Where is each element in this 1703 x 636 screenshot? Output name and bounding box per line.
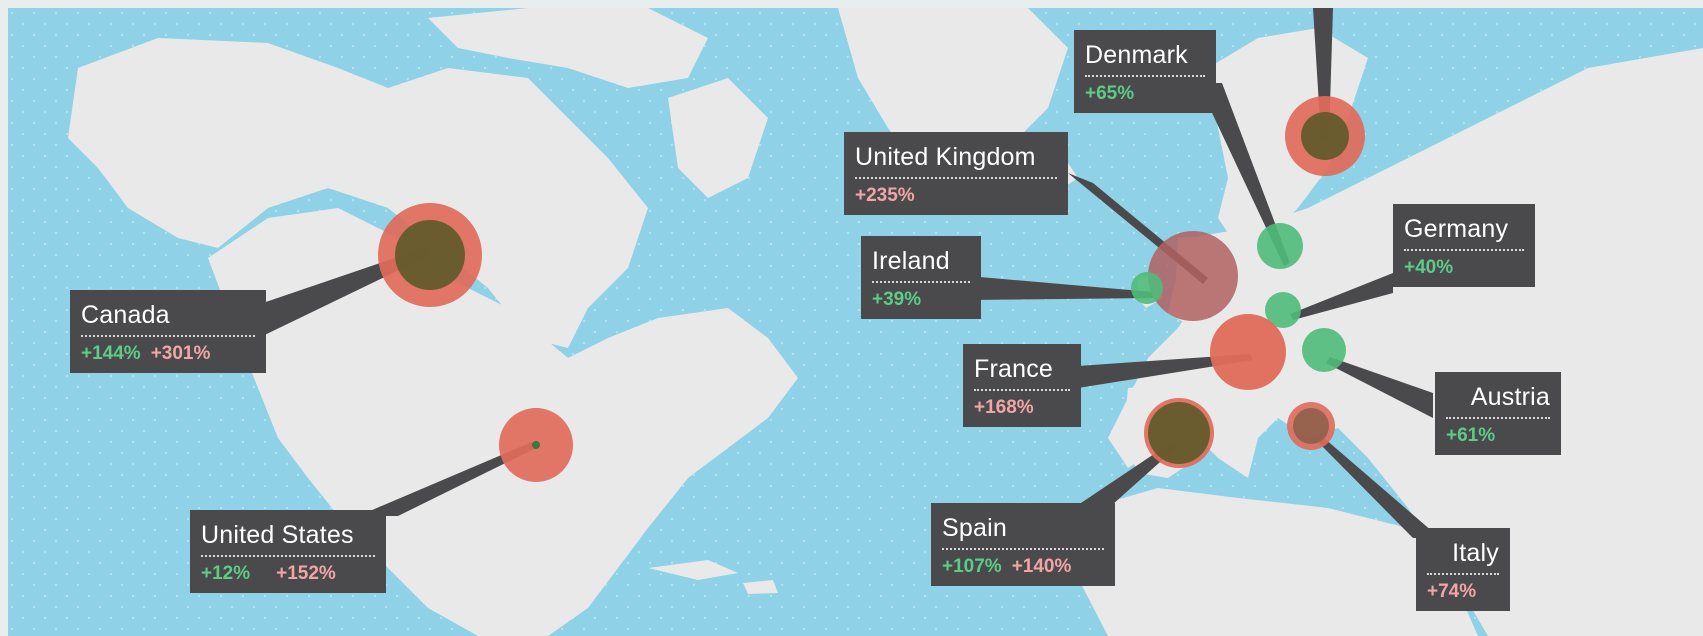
- bubble-united-kingdom: [1148, 231, 1238, 321]
- leader-denmark: [1198, 83, 1290, 266]
- leader-united-states: [358, 442, 536, 516]
- land-alaska-canada-north: [68, 38, 648, 348]
- bubble-spain-inner: [1148, 402, 1210, 464]
- pink-value: +152%: [276, 563, 336, 584]
- label-united-kingdom: United Kingdom +235%: [844, 132, 1068, 215]
- bubble-denmark: [1257, 223, 1303, 269]
- bubble-france: [1210, 314, 1286, 390]
- bubble-canada-inner: [395, 220, 465, 290]
- label-united-states: United States +12% +152%: [190, 510, 386, 593]
- bubble-sweden-inner: [1301, 112, 1349, 160]
- country-name: United Kingdom: [855, 143, 1036, 171]
- green-value: +39%: [872, 289, 922, 310]
- label-germany: Germany +40%: [1393, 204, 1535, 287]
- country-values: +39%: [872, 289, 970, 311]
- country-name: Austria: [1470, 383, 1550, 411]
- leader-germany: [1290, 273, 1393, 320]
- bubble-germany: [1265, 292, 1301, 328]
- bubble-ireland: [1131, 272, 1163, 304]
- dotted-rule: [1404, 249, 1524, 251]
- label-italy: Italy +74%: [1416, 528, 1510, 611]
- leader-france: [1078, 354, 1253, 388]
- green-value: +65%: [1085, 83, 1135, 104]
- land-eurasia: [1108, 48, 1703, 636]
- pink-value: +74%: [1427, 581, 1477, 602]
- land-cuba: [648, 560, 738, 580]
- country-values: +12% +152%: [201, 563, 375, 585]
- country-values: +144% +301%: [81, 343, 255, 365]
- country-name: Canada: [81, 301, 170, 329]
- green-value: +40%: [1404, 257, 1454, 278]
- dotted-rule: [1446, 417, 1550, 419]
- dotted-rule: [974, 389, 1070, 391]
- leader-austria: [1326, 357, 1433, 418]
- green-value: +144%: [81, 343, 141, 364]
- green-value: +61%: [1446, 425, 1496, 446]
- country-name: France: [974, 355, 1054, 383]
- country-name: Italy: [1452, 539, 1499, 567]
- country-values: +65%: [1085, 83, 1205, 105]
- label-france: France +168%: [963, 344, 1081, 427]
- bubbles: [378, 96, 1365, 482]
- dotted-rule: [201, 555, 375, 557]
- bubble-italy-inner: [1293, 408, 1329, 444]
- leader-italy: [1318, 438, 1440, 538]
- dotted-rule: [855, 177, 1057, 179]
- bubble-united-states-inner: [532, 441, 540, 449]
- country-values: +168%: [974, 397, 1070, 419]
- country-values: +235%: [855, 185, 1057, 207]
- dotted-rule: [1085, 75, 1205, 77]
- country-values: +107% +140%: [942, 556, 1104, 578]
- land-hispaniola: [743, 580, 778, 594]
- green-value: +12%: [201, 563, 251, 584]
- dotted-rule: [81, 335, 255, 337]
- country-name: Spain: [942, 514, 1007, 542]
- label-spain: Spain +107% +140%: [931, 503, 1115, 586]
- pink-value: +235%: [855, 185, 915, 206]
- map-frame: Canada +144% +301% United States +12% +152…: [8, 8, 1703, 636]
- bubble-austria: [1302, 328, 1346, 372]
- leader-ireland: [968, 276, 1153, 300]
- country-name: Denmark: [1085, 41, 1188, 69]
- dotted-rule: [1427, 573, 1499, 575]
- country-values: +61%: [1446, 425, 1550, 447]
- leader-spain: [1066, 442, 1178, 513]
- country-values: +74%: [1427, 581, 1499, 603]
- land-north-africa: [1078, 488, 1478, 636]
- dotted-rule: [872, 281, 970, 283]
- pink-value: +168%: [974, 397, 1034, 418]
- land-arctic-islands: [428, 8, 708, 88]
- label-canada: Canada +144% +301%: [70, 290, 266, 373]
- country-values: +40%: [1404, 257, 1524, 279]
- country-name: United States: [201, 521, 354, 549]
- label-ireland: Ireland +39%: [861, 236, 981, 319]
- country-name: Ireland: [872, 247, 950, 275]
- pink-value: +301%: [150, 343, 211, 364]
- dotted-rule: [942, 548, 1104, 550]
- label-austria: Austria +61%: [1435, 372, 1561, 455]
- land-baffin: [668, 78, 768, 198]
- country-name: Germany: [1404, 215, 1509, 243]
- green-value: +107%: [942, 556, 1002, 577]
- pink-value: +140%: [1011, 556, 1072, 577]
- label-denmark: Denmark +65%: [1074, 30, 1216, 113]
